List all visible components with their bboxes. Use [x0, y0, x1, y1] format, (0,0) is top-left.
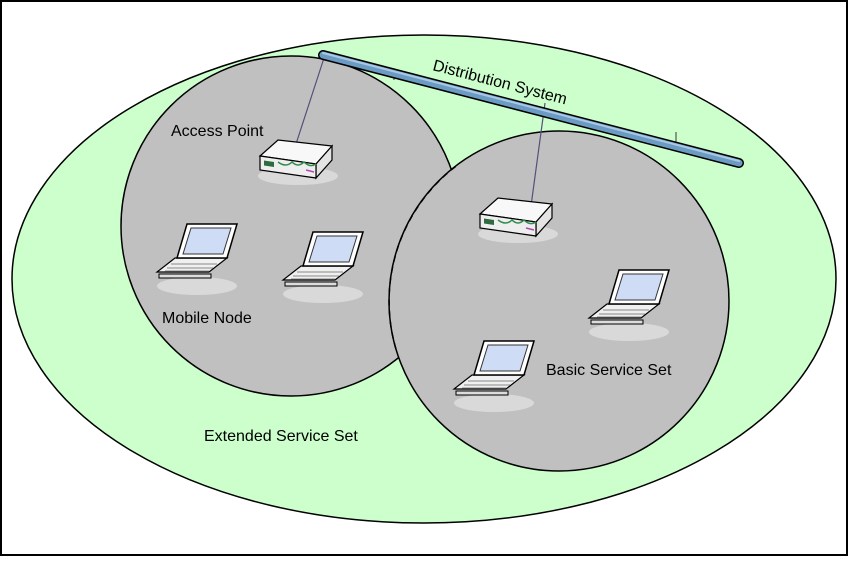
access-point-icon	[477, 197, 559, 244]
access-point-link-left	[294, 57, 325, 148]
extended-service-set-label: Extended Service Set	[204, 428, 358, 445]
basic-service-set-right-circle	[388, 130, 730, 472]
overlap-dashed-arc	[388, 165, 457, 352]
access-point-link-right	[530, 102, 546, 207]
access-point-label: Access Point	[171, 123, 264, 140]
mobile-node-label: Mobile Node	[162, 310, 252, 327]
distribution-system-bar	[319, 51, 743, 167]
distribution-system-bar-highlight	[322, 52, 740, 162]
access-point-icon	[257, 139, 339, 186]
basic-service-set-label: Basic Service Set	[546, 362, 672, 379]
